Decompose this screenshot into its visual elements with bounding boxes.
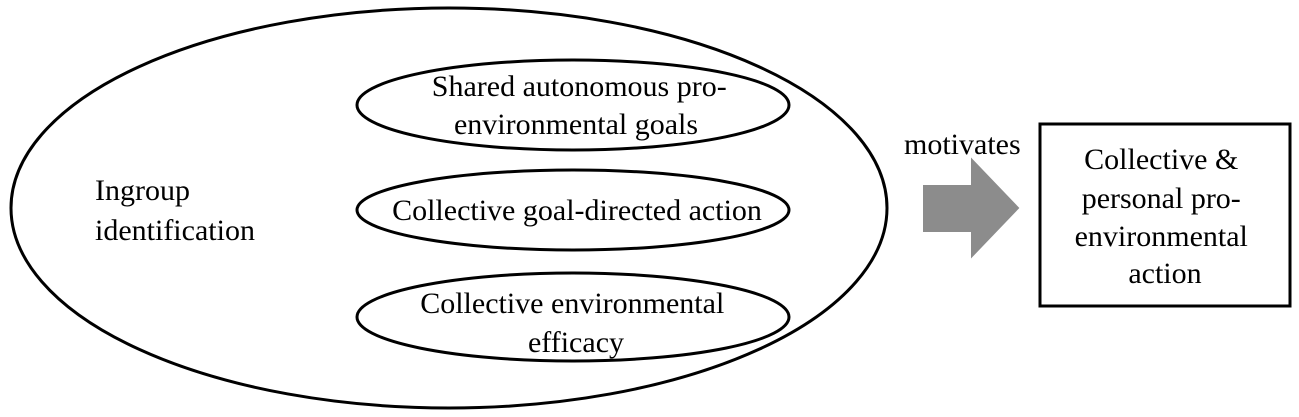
- collective-action-label: Collective goal-directed action: [392, 194, 762, 227]
- block-arrow-icon: [923, 157, 1020, 259]
- collective-efficacy-ellipse: [355, 271, 791, 363]
- collective-efficacy-label: Collective environmental efficacy: [420, 287, 732, 359]
- ingroup-identification-ellipse: [9, 6, 889, 410]
- outcome-label: Collective & personal pro- environmental…: [1075, 143, 1256, 290]
- outcome-line3: environmental: [1075, 220, 1248, 253]
- shared-goals-line2: environmental goals: [454, 108, 698, 141]
- collective-efficacy-line1: Collective environmental: [420, 287, 724, 320]
- outcome-box: [1038, 122, 1292, 308]
- outcome-line2: personal pro-: [1082, 182, 1241, 215]
- ingroup-label-line2: identification: [95, 214, 255, 247]
- outcome-line1: Collective &: [1084, 143, 1238, 176]
- collective-efficacy-line2: efficacy: [528, 326, 624, 359]
- ingroup-label-line1: Ingroup: [95, 174, 190, 207]
- shared-goals-line1: Shared autonomous pro-: [432, 70, 727, 103]
- ingroup-identification-label: Ingroup identification: [95, 174, 255, 247]
- outcome-line4: action: [1128, 257, 1201, 290]
- shared-goals-ellipse: [355, 58, 791, 152]
- motivates-label: motivates: [904, 128, 1021, 161]
- collective-action-ellipse: [355, 168, 791, 252]
- shared-goals-label: Shared autonomous pro- environmental goa…: [432, 70, 734, 141]
